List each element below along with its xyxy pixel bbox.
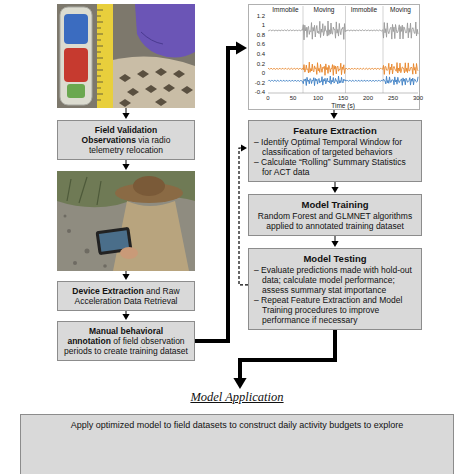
section-heading: Model Application [20, 390, 454, 405]
arrow-head [330, 113, 337, 119]
axis-tick: -0.4 [255, 89, 265, 96]
arrow-head [233, 378, 246, 389]
axis-tick: 50 [290, 95, 297, 102]
arrow-head [122, 314, 129, 320]
step-title: Model Testing [254, 253, 416, 264]
box-text: Device Extractionand Raw Acceleration Da… [63, 286, 189, 306]
connector [233, 330, 335, 389]
segment-label: Moving [314, 6, 335, 13]
arrow-head [331, 241, 338, 247]
arrow-head [122, 164, 129, 170]
signal-trace [268, 76, 418, 86]
step-title: Feature Extraction [254, 125, 416, 136]
arrow-head [241, 144, 247, 151]
process-box: Feature Extraction– Identify Optimal Tem… [248, 120, 422, 182]
step-body: – Calculate “Rolling” Summary Statistics… [254, 157, 416, 177]
axis-tick: 0.4 [257, 51, 265, 58]
process-box: Model TrainingRandom Forest and GLMNET a… [248, 194, 422, 236]
step-body: – Evaluate predictions made with hold-ou… [254, 265, 416, 295]
axis-tick: 100 [313, 95, 323, 102]
axis-tick: 250 [388, 95, 398, 102]
connector [331, 182, 338, 193]
arrow-head [122, 113, 129, 119]
step-body: – Repeat Feature Extraction and Model Tr… [254, 295, 416, 325]
field-photo [57, 171, 195, 271]
step-body: – Identify Optimal Temporal Window for c… [254, 137, 416, 157]
segment-label: Moving [390, 6, 411, 13]
axis-tick: 0 [262, 70, 265, 77]
flow-arrow [195, 41, 247, 341]
arrow-head [122, 274, 129, 280]
step-title: Model Training [254, 199, 416, 210]
connector-line [195, 48, 238, 341]
flow-arrow [122, 160, 129, 170]
axis-tick: 0.2 [257, 61, 265, 68]
application-panel: Model ApplicationApply optimized model t… [20, 390, 454, 474]
axis-tick: 150 [338, 95, 348, 102]
connector-line [239, 148, 248, 285]
axis-tick: -0.2 [255, 80, 265, 87]
segment-label: Immobile [272, 6, 298, 13]
axis-tick: 0.6 [257, 41, 265, 48]
connector [331, 236, 338, 247]
axis-tick: 200 [363, 95, 373, 102]
arrow-head [236, 41, 247, 54]
flow-arrow [122, 271, 129, 280]
flow-arrow [122, 311, 129, 320]
axis-tick: 1 [262, 22, 265, 29]
segment-label: Immobile [351, 6, 377, 13]
box-text: Field Validation Observationsvia radio t… [63, 125, 189, 155]
flow-arrow [330, 110, 337, 119]
axis-tick: 1.2 [257, 13, 265, 20]
axis-title: Time (s) [331, 102, 355, 109]
flow-arrow [122, 108, 129, 119]
connector [239, 144, 248, 285]
process-box: Model Testing– Evaluate predictions made… [248, 248, 422, 330]
process-box: Device Extractionand Raw Acceleration Da… [57, 281, 195, 311]
axis-tick: 300 [413, 95, 423, 102]
signal-trace [268, 21, 418, 40]
section-body: Apply optimized model to field datasets … [29, 420, 445, 431]
application-band: Apply optimized model to field datasets … [20, 414, 454, 474]
acceleration-chart [248, 4, 420, 110]
signal-trace [268, 62, 418, 75]
device-photo [57, 4, 195, 108]
process-box: Manual behavioral annotationof field obs… [57, 321, 195, 361]
axis-tick: 0.8 [257, 32, 265, 39]
step-body: Random Forest and GLMNET algorithms appl… [254, 211, 416, 231]
connector-line [240, 330, 335, 380]
box-text: Manual behavioral annotationof field obs… [63, 326, 189, 356]
arrow-head [331, 187, 338, 193]
process-box: Field Validation Observationsvia radio t… [57, 120, 195, 160]
axis-tick: 0 [266, 95, 269, 102]
step-title: Device Extraction [72, 286, 143, 296]
